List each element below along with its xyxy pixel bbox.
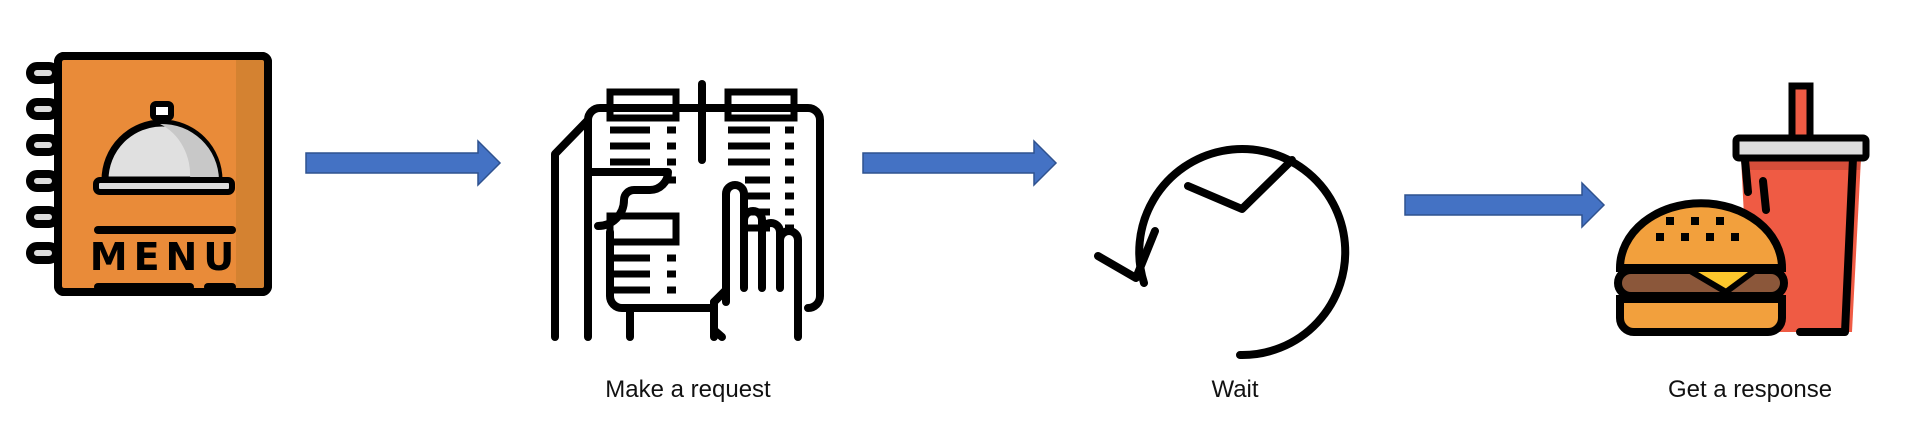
menu-book-icon: MENU — [26, 52, 272, 296]
step-label-make-request: Make a request — [605, 376, 771, 403]
clock-wait-icon — [1094, 145, 1350, 360]
step-label-wait: Wait — [1211, 376, 1258, 403]
menu-text: MENU — [90, 235, 240, 279]
arrow-right-3 — [1404, 181, 1606, 229]
order-receipt-icon — [551, 80, 824, 341]
burger-drink-icon — [1614, 82, 1870, 336]
step-label-get-response: Get a response — [1668, 376, 1832, 403]
arrow-right-2 — [862, 139, 1058, 187]
arrow-right-1 — [305, 139, 502, 187]
